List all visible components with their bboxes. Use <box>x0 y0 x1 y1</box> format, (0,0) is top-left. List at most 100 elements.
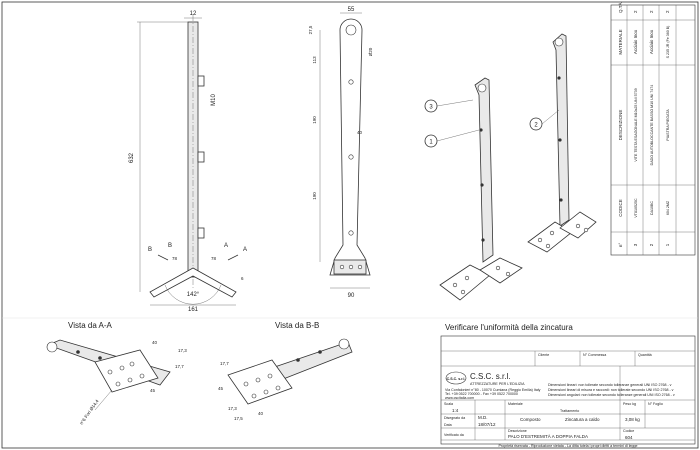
svg-text:Tel. +39 0522 700000 - Fax +39: Tel. +39 0522 700000 - Fax +39 0522 7000… <box>445 392 518 396</box>
svg-text:DA10BC: DA10BC <box>650 201 654 215</box>
svg-text:N° Foglio: N° Foglio <box>648 402 663 406</box>
svg-text:B: B <box>148 247 152 253</box>
front-base-legs <box>149 267 237 298</box>
svg-text:Cliente: Cliente <box>538 353 549 357</box>
svg-text:632: 632 <box>129 152 135 163</box>
svg-text:1: 1 <box>665 243 670 246</box>
svg-text:Descrizione: Descrizione <box>508 429 527 433</box>
svg-text:n°6 Fori Ø14,4: n°6 Fori Ø14,4 <box>79 398 100 425</box>
svg-text:PALO D'ESTREMITÀ A DOPPIA FALD: PALO D'ESTREMITÀ A DOPPIA FALDA <box>508 433 588 439</box>
svg-text:VITE TESTA ESAGONALE M10x25 UN: VITE TESTA ESAGONALE M10x25 UNI 5739 <box>634 88 638 161</box>
svg-text:3,08 kg: 3,08 kg <box>625 417 640 422</box>
front-bolts <box>197 75 205 239</box>
svg-text:1:4: 1:4 <box>452 408 459 413</box>
svg-text:Dimensioni lineari: non toller: Dimensioni lineari: non tollerate second… <box>548 383 672 387</box>
isometric-view-1 <box>439 77 523 301</box>
company-logo <box>445 371 467 385</box>
bom-table: Q.TÀ MATERIALE DESCRIZIONE CODICE n° 2 A… <box>610 2 696 256</box>
svg-text:2: 2 <box>665 10 670 13</box>
svg-text:Peso kg: Peso kg <box>623 402 636 406</box>
svg-text:Codice: Codice <box>623 429 634 433</box>
svg-text:n°: n° <box>618 243 623 248</box>
side-view: 55 27,5 Ø20 113 190 190 40 90 <box>308 7 373 299</box>
svg-text:Vista da A-A: Vista da A-A <box>68 321 113 330</box>
svg-text:90: 90 <box>348 293 355 299</box>
svg-text:3: 3 <box>429 105 433 111</box>
svg-text:2: 2 <box>649 10 654 13</box>
svg-text:6: 6 <box>241 276 244 281</box>
svg-text:Trattamento: Trattamento <box>560 409 579 413</box>
svg-text:604: 604 <box>625 435 633 440</box>
svg-text:Via Confalonieri n°80 - 10070: Via Confalonieri n°80 - 10070 Cumiana (R… <box>445 388 541 392</box>
svg-text:Proprietà riservata - Riproduz: Proprietà riservata - Riproduzione vieta… <box>498 444 637 448</box>
svg-text:A: A <box>224 243 228 249</box>
svg-text:12: 12 <box>190 11 197 17</box>
svg-text:Acciaio Inox: Acciaio Inox <box>649 29 654 54</box>
svg-text:A: A <box>243 247 247 253</box>
svg-text:17,5: 17,5 <box>234 416 243 421</box>
svg-text:Scala: Scala <box>444 402 453 406</box>
svg-text:17,7: 17,7 <box>175 364 184 369</box>
svg-text:Data: Data <box>444 423 452 427</box>
svg-text:2: 2 <box>534 123 538 129</box>
svg-text:N° Commessa: N° Commessa <box>583 353 606 357</box>
svg-text:Dimensioni angolari: non tolle: Dimensioni angolari: non tollerate secon… <box>548 393 675 397</box>
svg-text:Composto: Composto <box>520 417 541 422</box>
part-balloons: 3 1 2 <box>424 99 560 148</box>
view-bb: Vista da B-B 17,7 45 17,3 17,5 40 <box>218 321 353 421</box>
svg-text:Acciaio Inox: Acciaio Inox <box>633 29 638 54</box>
svg-text:45: 45 <box>218 386 224 391</box>
svg-text:1: 1 <box>429 140 433 146</box>
svg-text:78: 78 <box>172 256 178 261</box>
svg-text:M.D.: M.D. <box>478 415 488 420</box>
svg-text:40: 40 <box>258 411 264 416</box>
svg-text:Q.TÀ: Q.TÀ <box>617 2 623 13</box>
isometric-view-2 <box>527 33 597 253</box>
svg-text:CODICE: CODICE <box>618 199 623 217</box>
svg-text:PIASTRA PIEGATA: PIASTRA PIEGATA <box>666 109 670 141</box>
svg-text:Quantità: Quantità <box>638 353 652 357</box>
zinc-note: Verificare l'uniformità della zincatura <box>445 323 573 332</box>
svg-text:M10: M10 <box>211 94 217 106</box>
svg-text:78: 78 <box>211 256 217 261</box>
svg-text:ATTREZZATURE PER L'EDILIZIA: ATTREZZATURE PER L'EDILIZIA <box>470 382 525 386</box>
svg-text:18/07/12: 18/07/12 <box>478 422 496 427</box>
svg-text:190: 190 <box>312 192 317 200</box>
side-post-outline <box>329 18 371 276</box>
title-block: Cliente N° Commessa Quantità C.S.C. s.r.… <box>440 335 696 448</box>
svg-text:DESCRIZIONE: DESCRIZIONE <box>618 110 623 141</box>
svg-text:Vista da B-B: Vista da B-B <box>275 321 319 330</box>
company-name: C.S.C. s.r.l. <box>470 372 510 381</box>
svg-text:Verificato da: Verificato da <box>444 433 464 437</box>
svg-text:45: 45 <box>150 388 156 393</box>
svg-text:www.cscitalia.com: www.cscitalia.com <box>445 396 474 400</box>
svg-text:17,3: 17,3 <box>228 406 237 411</box>
svg-text:2: 2 <box>649 243 654 246</box>
view-aa: Vista da A-A 40 17,3 17,7 45 n°6 Fori Ø1… <box>46 321 187 426</box>
svg-text:2: 2 <box>633 10 638 13</box>
svg-text:40: 40 <box>357 130 363 135</box>
svg-text:142°: 142° <box>187 292 200 298</box>
svg-text:Materiale: Materiale <box>508 402 523 406</box>
svg-text:40: 40 <box>152 340 158 345</box>
svg-text:113: 113 <box>312 56 317 64</box>
svg-text:DADO AUTOBLOCCANTE BASSO M10 U: DADO AUTOBLOCCANTE BASSO M10 UNI 7474 <box>650 85 654 166</box>
svg-text:B: B <box>168 243 172 249</box>
svg-text:S 235 JR (Fe 360 B): S 235 JR (Fe 360 B) <box>666 26 670 59</box>
svg-text:Dimensioni lineari di misura e: Dimensioni lineari di misura e raccordi:… <box>548 388 674 392</box>
svg-text:190: 190 <box>312 116 317 124</box>
svg-text:3: 3 <box>633 243 638 246</box>
svg-text:17,3: 17,3 <box>178 348 187 353</box>
svg-text:VT810525C: VT810525C <box>634 198 638 218</box>
svg-text:604 2MZ: 604 2MZ <box>666 200 670 215</box>
front-view: 12 632 M10 B B A A 78 78 142° 161 6 <box>129 11 247 313</box>
svg-text:27,5: 27,5 <box>308 25 313 34</box>
svg-text:Zincatura a caldo: Zincatura a caldo <box>565 417 600 422</box>
svg-text:55: 55 <box>348 7 355 13</box>
svg-text:Ø20: Ø20 <box>368 47 373 56</box>
svg-text:MATERIALE: MATERIALE <box>618 29 623 54</box>
svg-text:C.S.C. s.r.l.: C.S.C. s.r.l. <box>447 377 466 381</box>
svg-text:Disegnato da: Disegnato da <box>444 416 465 420</box>
